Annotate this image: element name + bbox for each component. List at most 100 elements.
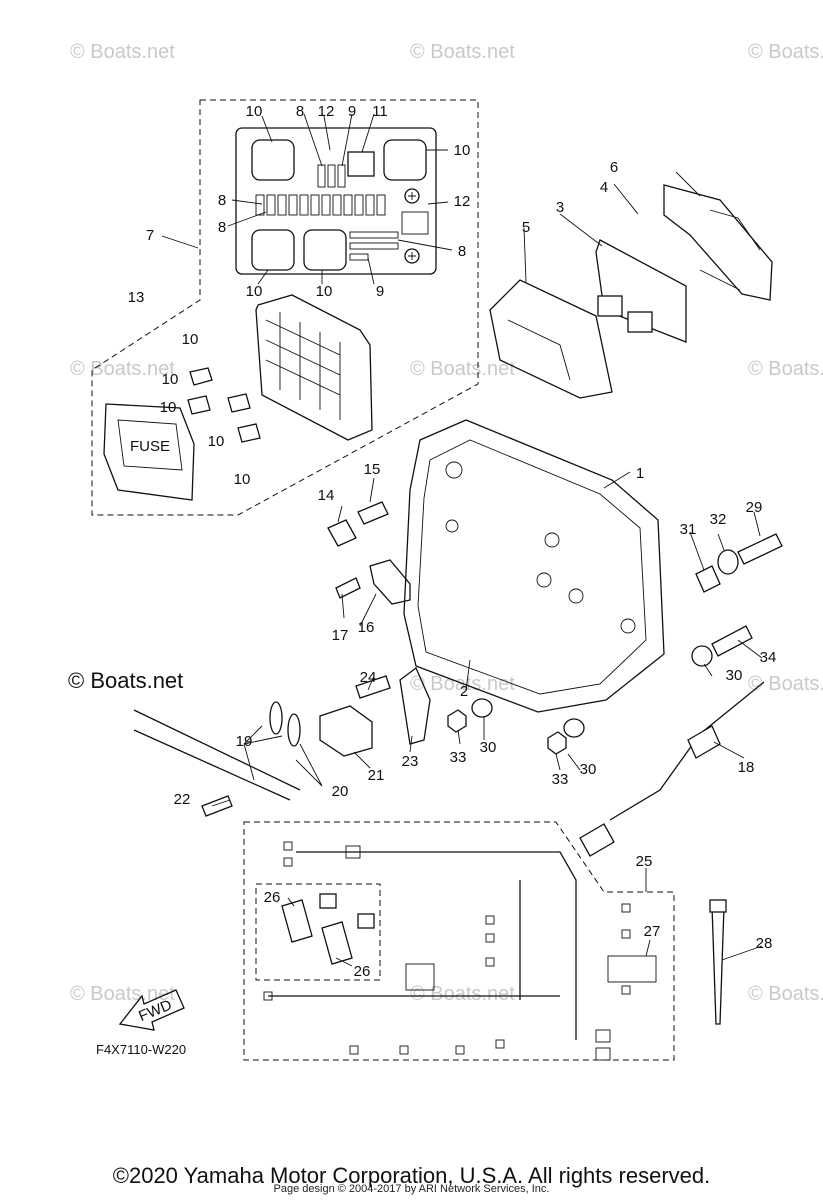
grommet-collar — [327, 501, 389, 547]
callout-21: 21 — [368, 767, 385, 784]
ecu-connector — [627, 311, 653, 333]
grommet-hole — [620, 618, 636, 634]
nut — [547, 731, 567, 755]
callout-8: 8 — [218, 192, 226, 209]
grommet-hole — [445, 461, 463, 479]
harness-connectors — [263, 841, 657, 1061]
callout-6: 6 — [610, 159, 618, 176]
bolt — [201, 795, 233, 817]
bracket — [369, 559, 411, 605]
washer — [471, 698, 493, 718]
page-design-text: Page design © 2004-2017 by ARI Network S… — [273, 1183, 550, 1195]
fuse-slot — [327, 164, 336, 188]
cable — [133, 729, 291, 801]
relay-21 — [319, 666, 431, 757]
watermark: © Boats.net — [748, 673, 823, 695]
callout-33: 33 — [450, 749, 467, 766]
cable — [609, 681, 765, 821]
connector — [357, 913, 375, 929]
callout-18: 18 — [738, 759, 755, 776]
ecu-connector — [597, 295, 623, 317]
nuts-washers — [447, 698, 585, 755]
washer — [691, 645, 713, 667]
grommet-hole — [445, 519, 459, 533]
watermark: © Boats.net — [70, 983, 175, 1005]
fuse-slot — [401, 211, 429, 235]
watermark: © Boats.net — [70, 41, 175, 63]
battery-cables — [133, 701, 301, 817]
connector-holder — [281, 899, 313, 943]
relay — [227, 393, 251, 413]
callout-4: 4 — [600, 179, 608, 196]
callout-13: 13 — [128, 289, 145, 306]
tie-head — [709, 899, 727, 913]
callout-20: 20 — [332, 783, 349, 800]
callout-10: 10 — [182, 331, 199, 348]
callout-25: 25 — [636, 853, 653, 870]
callout-12: 12 — [454, 193, 471, 210]
watermark: © Boats.net — [410, 41, 515, 63]
boats-net-mark: © Boats.net — [68, 668, 184, 693]
callout-30: 30 — [480, 739, 497, 756]
washer — [717, 549, 739, 575]
fuse-row — [255, 194, 386, 216]
relay — [319, 705, 373, 757]
callout-10: 10 — [454, 142, 471, 159]
leader-lines — [161, 113, 763, 967]
relay-socket — [383, 139, 427, 181]
nut — [447, 709, 467, 733]
relay — [187, 395, 211, 415]
callout-23: 23 — [402, 753, 419, 770]
callout-17: 17 — [332, 627, 349, 644]
callout-34: 34 — [760, 649, 777, 666]
callout-8: 8 — [296, 103, 304, 120]
relay-socket — [251, 139, 295, 181]
washer — [563, 718, 585, 738]
callout-10: 10 — [246, 103, 263, 120]
watermark: © Boats.net — [748, 358, 823, 380]
callout-24: 24 — [360, 669, 377, 686]
callout-1: 1 — [636, 465, 644, 482]
callout-10: 10 — [160, 399, 177, 416]
callout-12: 12 — [318, 103, 335, 120]
ecu — [595, 239, 687, 343]
harness-holder — [663, 184, 773, 301]
collar — [357, 501, 389, 525]
callout-28: 28 — [756, 935, 773, 952]
inner-outline — [255, 883, 381, 981]
fuse-label: FUSE — [130, 438, 170, 455]
terminal-cap — [269, 701, 283, 735]
callout-3: 3 — [556, 199, 564, 216]
callout-30: 30 — [580, 761, 597, 778]
callout-10: 10 — [208, 433, 225, 450]
bolt-assembly-34 — [691, 625, 753, 667]
fuse-slot — [349, 253, 369, 261]
wire-harness-group — [243, 821, 675, 1061]
copyright-text: ©2020 Yamaha Motor Corporation, U.S.A. A… — [112, 1163, 711, 1188]
bolt — [737, 533, 783, 565]
watermark: © Boats.net — [748, 41, 823, 63]
terminal-cap — [287, 713, 301, 747]
callout-27: 27 — [644, 923, 661, 940]
cable-18 — [579, 681, 765, 857]
collar — [695, 565, 721, 593]
fuse-box-plate — [235, 127, 437, 275]
relay-socket — [303, 229, 347, 271]
relay — [237, 423, 261, 443]
cable-boot — [687, 725, 721, 759]
cable — [133, 709, 301, 791]
harness-trunk — [296, 851, 577, 1040]
callout-10: 10 — [162, 371, 179, 388]
fuse-box-body — [255, 294, 373, 441]
screw — [335, 577, 361, 599]
bolt-assembly-29 — [695, 533, 783, 593]
callout-22: 22 — [174, 791, 191, 808]
main-fuse-socket — [347, 151, 375, 177]
callout-11: 11 — [372, 103, 388, 120]
callout-30: 30 — [726, 667, 743, 684]
callout-29: 29 — [746, 499, 763, 516]
cable-boot — [579, 823, 615, 857]
electrical-box — [403, 419, 665, 713]
harness-outline — [243, 821, 675, 1061]
